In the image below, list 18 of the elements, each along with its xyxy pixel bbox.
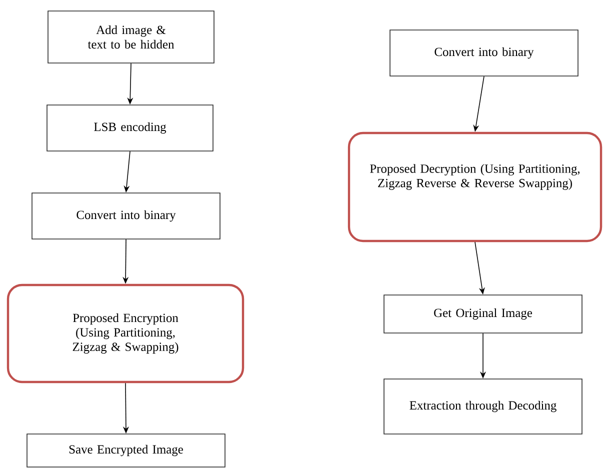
process-box xyxy=(6,284,244,384)
box-label: Get Original Image xyxy=(434,308,532,320)
box-label: Add image & text to be hidden xyxy=(88,25,174,49)
box-label: Extraction through Decoding xyxy=(410,400,556,412)
process-box xyxy=(390,30,578,76)
process-box xyxy=(48,10,214,64)
box-label: Proposed Encryption (Using Partitioning, Zigzag & Swapping) xyxy=(72,313,178,354)
process-box xyxy=(348,132,602,242)
process-box xyxy=(32,192,220,240)
process-box xyxy=(26,434,226,468)
process-box xyxy=(46,104,214,152)
box-label: Convert into binary xyxy=(76,210,176,222)
process-box xyxy=(384,378,582,434)
box-label: Proposed Decryption (Using Partitioning, Zigzag Reverse & Reverse Swapping) xyxy=(370,164,580,190)
process-box xyxy=(384,294,582,334)
box-label: Convert into binary xyxy=(434,47,534,59)
box-label: Save Encrypted Image xyxy=(69,444,183,456)
box-label: LSB encoding xyxy=(94,122,166,134)
